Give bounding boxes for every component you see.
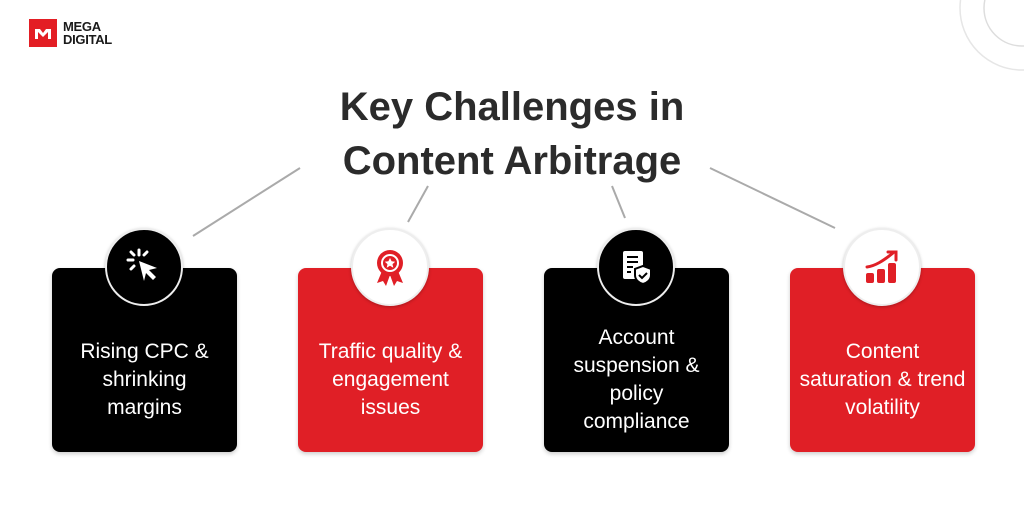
card-label: Traffic quality & engagement issues [318,340,463,419]
title-line1: Key Challenges in [339,85,685,129]
document-shield-icon [597,228,675,306]
title-line2: Content Arbitrage [342,139,682,183]
decor-circle [959,0,1024,71]
card-label: Account suspension & policy compliance [573,326,700,433]
award-ribbon-icon [351,228,429,306]
brand-logo: MEGA DIGITAL [29,19,112,47]
brand-line2: DIGITAL [63,32,112,47]
connector-line [611,185,626,219]
growth-chart-icon [843,228,921,306]
brand-line1: MEGA [63,19,101,34]
logo-mark-icon [29,19,57,47]
connector-line [709,167,836,229]
connector-line [407,185,429,223]
decor-circle [983,0,1024,47]
card-label: Content saturation & trend volatility [799,340,966,419]
cursor-click-icon [105,228,183,306]
card-label: Rising CPC & shrinking margins [80,340,209,419]
page-title: Key Challenges in Content Arbitrage [0,80,1024,188]
challenge-card-cpc: Rising CPC & shrinking margins [52,268,237,452]
connector-line [192,167,301,237]
